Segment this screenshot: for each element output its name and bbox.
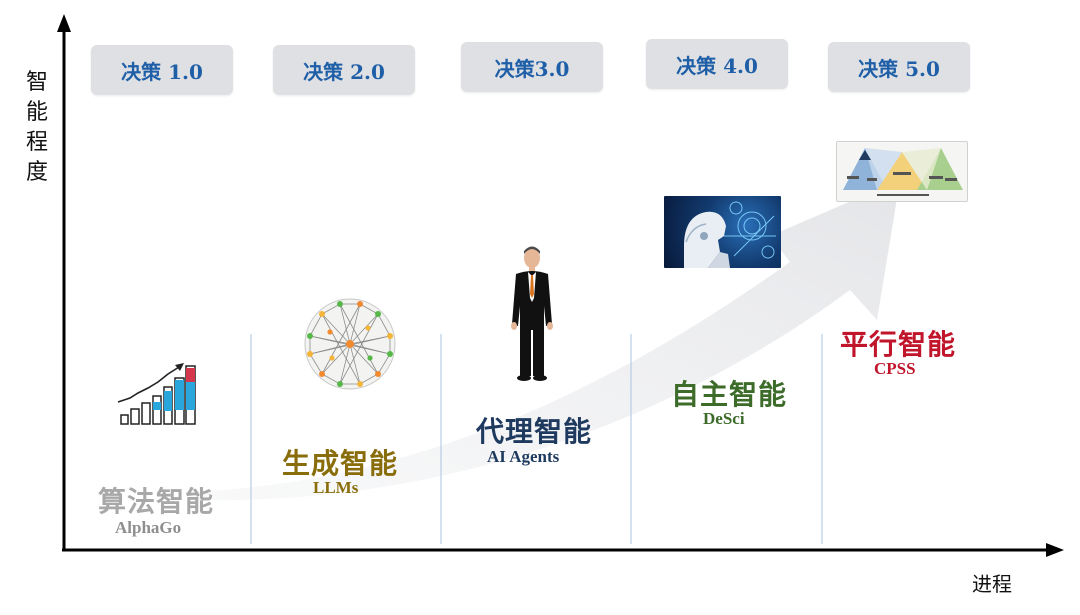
era-subtitle-autonomous: DeSci bbox=[703, 409, 745, 428]
era-title-agent: 代理智能 bbox=[476, 415, 593, 448]
stage-box-4: 决策 4.0 bbox=[646, 39, 788, 89]
pyramid-diagram-icon bbox=[843, 148, 963, 196]
y-axis-label-char: 能 bbox=[25, 100, 48, 125]
stage-box-1: 决策 1.0 bbox=[91, 45, 233, 95]
era-dividers bbox=[250, 334, 823, 544]
growth-arrow bbox=[195, 180, 900, 501]
y-axis-arrowhead bbox=[57, 14, 71, 32]
era-subtitle-generative: LLMs bbox=[313, 478, 359, 497]
y-axis-label: 智 能 程 度 bbox=[22, 68, 52, 188]
y-axis-label-char: 程 bbox=[25, 130, 48, 155]
era-title-algorithmic: 算法智能 bbox=[98, 485, 215, 518]
era-title-autonomous: 自主智能 bbox=[671, 378, 788, 411]
era-subtitle-parallel: CPSS bbox=[874, 359, 916, 378]
era-subtitle-agent: AI Agents bbox=[487, 447, 560, 466]
era-title-generative: 生成智能 bbox=[282, 447, 399, 480]
neural-network-sphere-icon bbox=[304, 298, 396, 390]
stage-box-5: 决策 5.0 bbox=[828, 42, 970, 92]
x-axis-label: 进程 bbox=[972, 572, 1012, 596]
bar-growth-chart-icon bbox=[117, 363, 196, 425]
stage-box-3: 决策3.0 bbox=[461, 42, 603, 92]
axes bbox=[57, 14, 1064, 557]
businessman-icon bbox=[511, 246, 553, 381]
era-subtitle-algorithmic: AlphaGo bbox=[115, 518, 182, 537]
cpss-pyramid-diagram bbox=[836, 141, 968, 202]
y-axis-label-char: 智 bbox=[25, 70, 48, 95]
robot-head-icon bbox=[684, 201, 776, 268]
ai-robot-image bbox=[664, 196, 781, 268]
stage-box-2: 决策 2.0 bbox=[273, 45, 415, 95]
era-title-parallel: 平行智能 bbox=[840, 328, 957, 361]
x-axis-arrowhead bbox=[1046, 543, 1064, 557]
y-axis-label-char: 度 bbox=[25, 160, 48, 185]
